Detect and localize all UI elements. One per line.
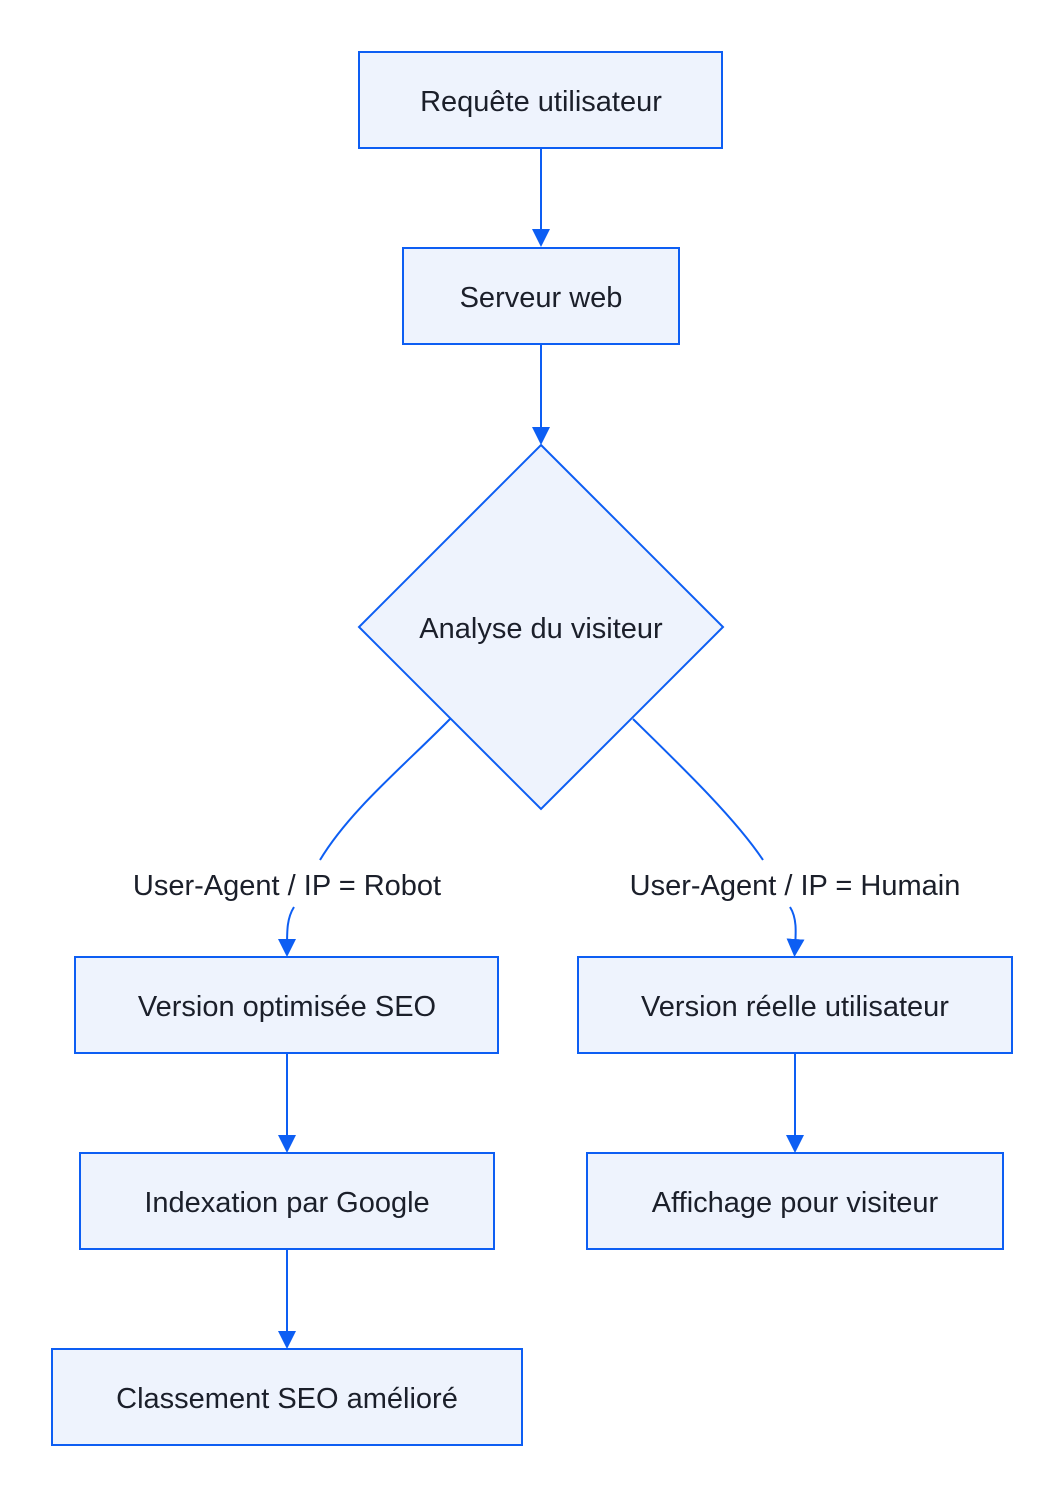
node-ranking: Classement SEO amélioré [51, 1348, 523, 1446]
node-indexing: Indexation par Google [79, 1152, 495, 1250]
node-decision-label: Analyse du visiteur [419, 613, 663, 645]
edge-decision-to-seo [319, 718, 451, 861]
edge-decision-to-real [632, 718, 764, 861]
edge-label-human: User-Agent / IP = Humain [630, 870, 961, 902]
node-request: Requête utilisateur [358, 51, 723, 149]
node-real-version-label: Version réelle utilisateur [641, 991, 949, 1023]
node-real-version: Version réelle utilisateur [577, 956, 1013, 1054]
node-display-label: Affichage pour visiteur [652, 1187, 939, 1219]
node-request-label: Requête utilisateur [420, 86, 662, 118]
node-indexing-label: Indexation par Google [144, 1187, 429, 1219]
edge-labels: User-Agent / IP = Robot User-Agent / IP … [133, 870, 960, 902]
node-display: Affichage pour visiteur [586, 1152, 1004, 1250]
edge-label-robot: User-Agent / IP = Robot [133, 870, 441, 902]
edge-human-label-to-real [786, 906, 805, 957]
node-seo-version: Version optimisée SEO [74, 956, 499, 1054]
node-seo-version-label: Version optimisée SEO [138, 991, 436, 1023]
node-ranking-label: Classement SEO amélioré [116, 1383, 458, 1415]
node-decision: Analyse du visiteur [357, 443, 725, 811]
node-server: Serveur web [402, 247, 680, 345]
edges [278, 148, 805, 1349]
edge-robot-label-to-seo [278, 906, 297, 957]
node-server-label: Serveur web [460, 282, 623, 314]
